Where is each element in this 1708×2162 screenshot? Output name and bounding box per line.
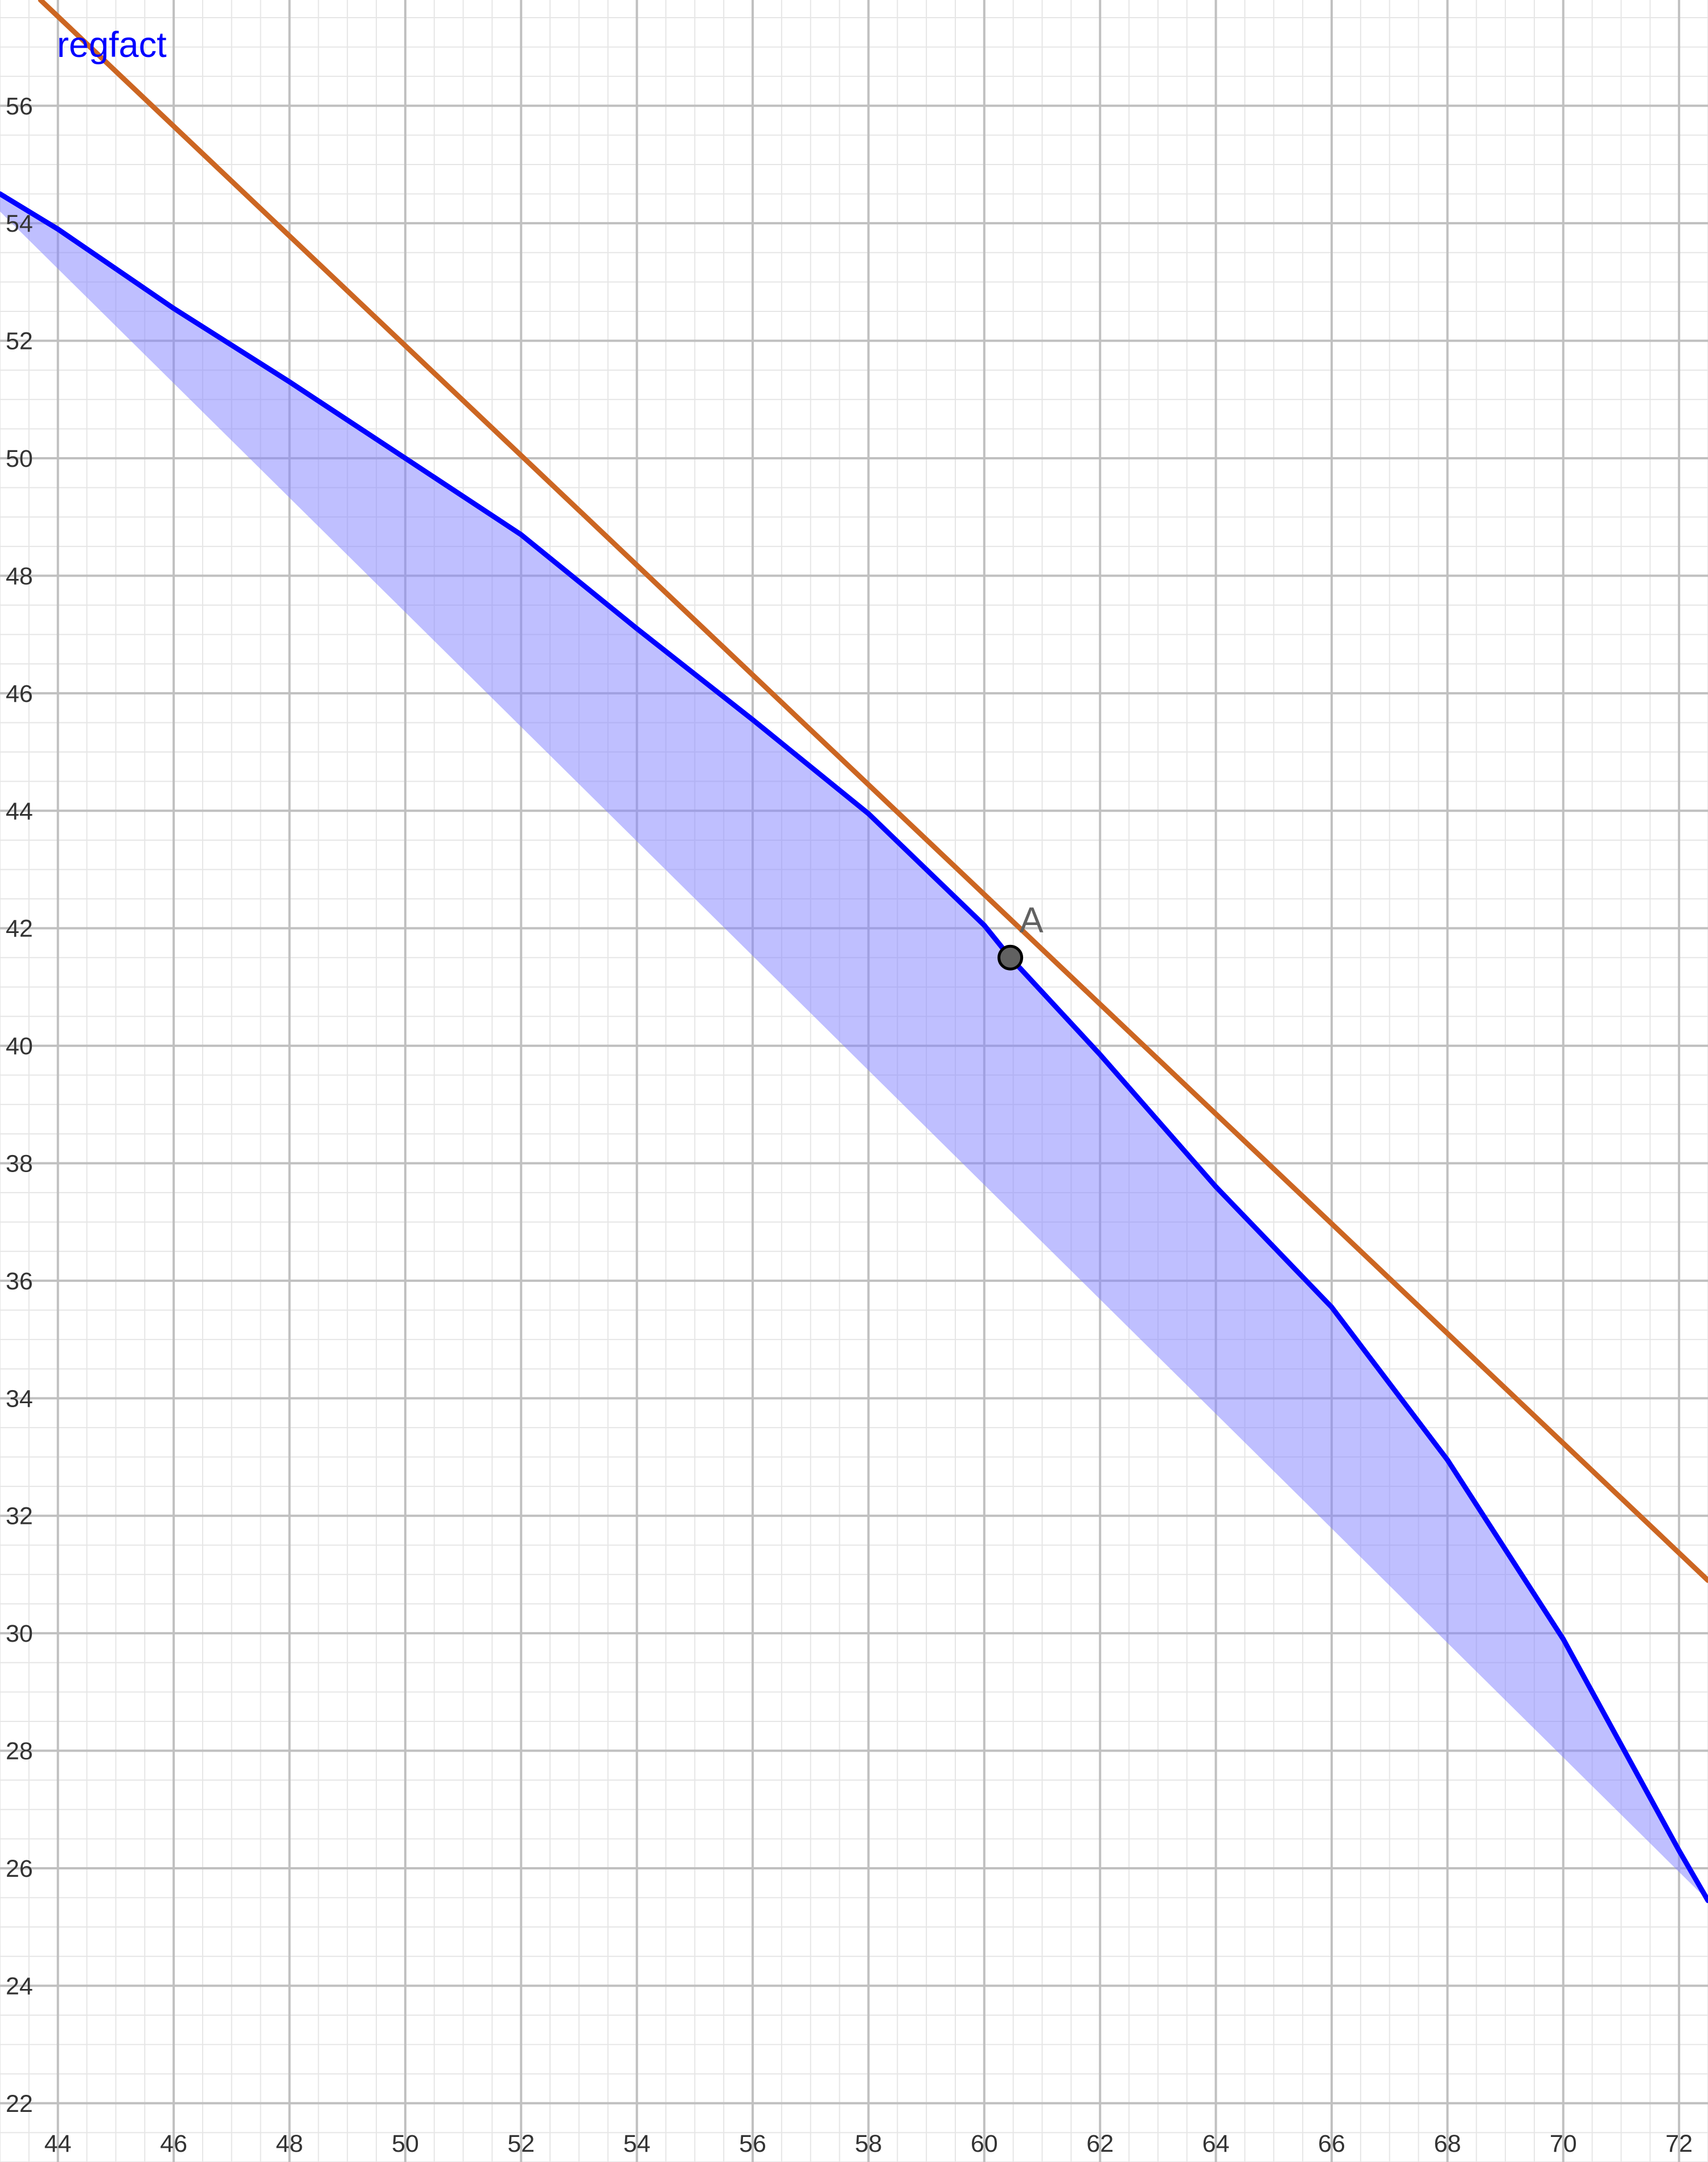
y-tick-label: 52 xyxy=(6,328,33,355)
y-tick-label: 46 xyxy=(6,680,33,708)
x-tick-label: 68 xyxy=(1434,2130,1461,2157)
curve-layer xyxy=(0,0,1708,1904)
x-tick-label: 46 xyxy=(160,2130,187,2157)
x-tick-label: 64 xyxy=(1202,2130,1230,2157)
y-tick-label: 42 xyxy=(6,915,33,943)
shaded-region-layer xyxy=(0,194,1708,1901)
y-tick-label: 28 xyxy=(6,1738,33,1765)
y-tick-label: 26 xyxy=(6,1855,33,1882)
y-tick-label: 38 xyxy=(6,1150,33,1177)
y-tick-label: 34 xyxy=(6,1385,33,1412)
regfact-curve[interactable] xyxy=(0,191,1708,1904)
y-tick-label: 40 xyxy=(6,1033,33,1060)
x-tick-label: 58 xyxy=(855,2130,882,2157)
y-tick-label: 22 xyxy=(6,2090,33,2118)
point-layer xyxy=(997,944,1024,971)
y-tick-label: 56 xyxy=(6,93,33,120)
x-tick-label: 60 xyxy=(971,2130,998,2157)
x-tick-label: 48 xyxy=(276,2130,303,2157)
x-tick-label: 72 xyxy=(1665,2130,1693,2157)
point-a-label: A xyxy=(1020,900,1044,940)
tangent-curve[interactable] xyxy=(38,0,1708,1583)
y-tick-label: 54 xyxy=(6,210,33,237)
y-tick-label: 48 xyxy=(6,562,33,590)
x-tick-label: 52 xyxy=(507,2130,535,2157)
x-tick-label: 62 xyxy=(1086,2130,1114,2157)
y-tick-label: 32 xyxy=(6,1503,33,1530)
x-tick-label: 54 xyxy=(623,2130,651,2157)
x-tick-label: 50 xyxy=(392,2130,419,2157)
regfact-label: regfact xyxy=(57,25,167,65)
x-tick-label: 66 xyxy=(1318,2130,1345,2157)
x-tick-label: 44 xyxy=(44,2130,72,2157)
shaded-region xyxy=(0,194,1708,1901)
y-tick-label: 50 xyxy=(6,445,33,472)
y-tick-label: 24 xyxy=(6,1972,33,2000)
y-tick-label: 44 xyxy=(6,798,33,825)
x-tick-label: 56 xyxy=(739,2130,766,2157)
x-tick-label: 70 xyxy=(1550,2130,1577,2157)
y-tick-label: 30 xyxy=(6,1620,33,1647)
point-a[interactable] xyxy=(997,944,1024,971)
y-tick-label: 36 xyxy=(6,1268,33,1295)
